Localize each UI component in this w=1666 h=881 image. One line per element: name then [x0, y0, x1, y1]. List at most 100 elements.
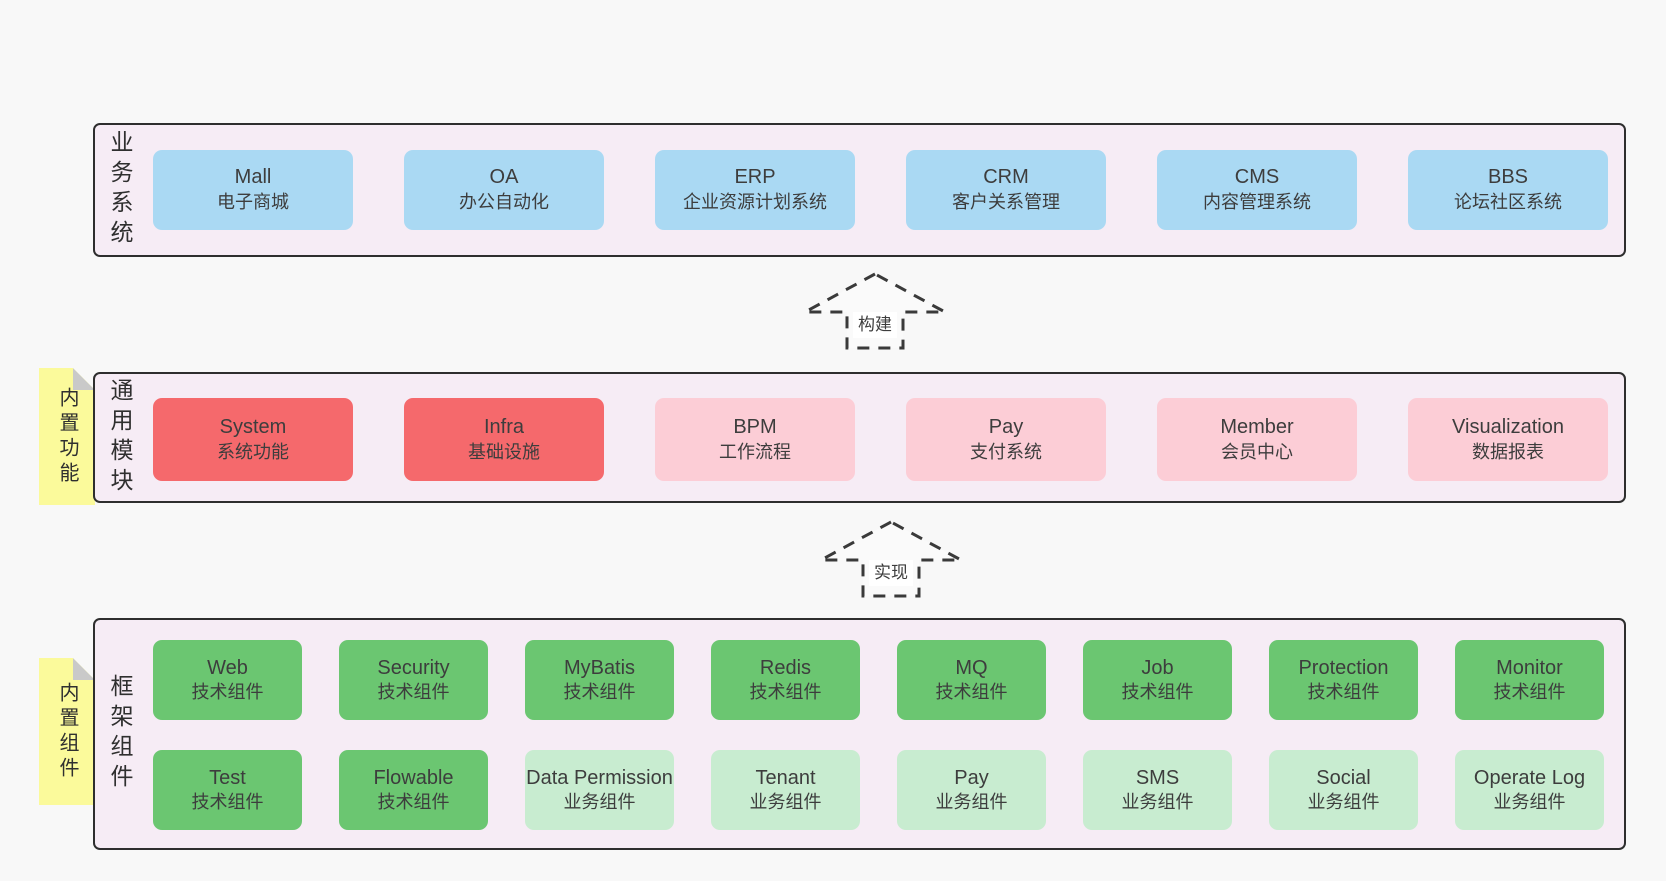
box-bbs: BBS 论坛社区系统	[1408, 150, 1608, 230]
box-redis: Redis 技术组件	[711, 640, 860, 720]
folded-corner-icon	[73, 658, 95, 680]
box-member: Member 会员中心	[1157, 398, 1357, 481]
box-title: ERP	[734, 166, 776, 188]
arrow-label: 实现	[874, 563, 908, 582]
box-web: Web 技术组件	[153, 640, 302, 720]
components-box-row-2: Test 技术组件 Flowable 技术组件 Data Permission …	[153, 750, 1604, 830]
box-operate-log: Operate Log 业务组件	[1455, 750, 1604, 830]
box-mybatis: MyBatis 技术组件	[525, 640, 674, 720]
up-arrow-implement: 实现	[811, 520, 971, 598]
box-title: MyBatis	[563, 657, 636, 679]
box-sms: SMS 业务组件	[1083, 750, 1232, 830]
box-title: Web	[207, 657, 248, 679]
band-label-business-systems: 业务系统	[107, 130, 133, 250]
box-title: Infra	[483, 415, 525, 438]
box-title: SMS	[1135, 767, 1180, 789]
box-title: Social	[1316, 767, 1371, 789]
up-arrow-build: 构建	[795, 272, 955, 350]
box-erp: ERP 企业资源计划系统	[655, 150, 855, 230]
sticky-note-label: 内置组件	[56, 681, 78, 782]
box-subtitle: 技术组件	[1493, 682, 1566, 702]
box-subtitle: 技术组件	[377, 682, 450, 702]
box-subtitle: 企业资源计划系统	[683, 192, 827, 212]
arrow-label: 构建	[858, 315, 892, 334]
box-subtitle: 数据报表	[1472, 441, 1544, 462]
box-title: Mall	[234, 166, 272, 188]
box-title: Member	[1220, 415, 1294, 438]
box-subtitle: 技术组件	[749, 682, 822, 702]
box-oa: OA 办公自动化	[404, 150, 604, 230]
box-protection: Protection 技术组件	[1269, 640, 1418, 720]
box-title: MQ	[955, 657, 988, 679]
box-subtitle: 业务组件	[1307, 792, 1380, 812]
box-subtitle: 业务组件	[563, 792, 636, 812]
box-title: CRM	[983, 166, 1029, 188]
box-title: Data Permission	[526, 767, 673, 789]
box-cms: CMS 内容管理系统	[1157, 150, 1357, 230]
box-infra: Infra 基础设施	[404, 398, 604, 481]
box-subtitle: 业务组件	[749, 792, 822, 812]
box-title: Redis	[759, 657, 812, 679]
band-label-common-modules: 通用模块	[107, 377, 133, 498]
box-social: Social 业务组件	[1269, 750, 1418, 830]
box-title: OA	[489, 166, 519, 188]
box-mall: Mall 电子商城	[153, 150, 353, 230]
box-pay-biz: Pay 业务组件	[897, 750, 1046, 830]
box-subtitle: 技术组件	[1121, 682, 1194, 702]
sticky-note-builtin-features: 内置功能	[39, 368, 95, 505]
folded-corner-icon	[73, 368, 95, 390]
box-title: BPM	[733, 415, 777, 438]
band-label-framework-components: 框架组件	[107, 674, 133, 794]
sticky-note-builtin-components: 内置组件	[39, 658, 95, 805]
box-title: Job	[1141, 657, 1174, 679]
box-subtitle: 技术组件	[563, 682, 636, 702]
box-subtitle: 客户关系管理	[952, 192, 1060, 212]
box-title: CMS	[1234, 166, 1280, 188]
modules-box-row: System 系统功能 Infra 基础设施 BPM 工作流程 Pay 支付系统…	[153, 398, 1608, 481]
box-title: System	[219, 415, 287, 438]
box-title: Test	[209, 767, 246, 789]
box-subtitle: 技术组件	[191, 682, 264, 702]
box-test: Test 技术组件	[153, 750, 302, 830]
box-subtitle: 电子商城	[217, 192, 289, 212]
components-box-row-1: Web 技术组件 Security 技术组件 MyBatis 技术组件 Redi…	[153, 640, 1604, 720]
box-title: Operate Log	[1473, 767, 1586, 789]
box-title: Visualization	[1452, 415, 1564, 438]
box-monitor: Monitor 技术组件	[1455, 640, 1604, 720]
band-business-systems: 业务系统 Mall 电子商城 OA 办公自动化 ERP 企业资源计划系统 CRM…	[93, 123, 1626, 257]
box-pay: Pay 支付系统	[906, 398, 1106, 481]
dashed-up-arrow-icon: 实现	[820, 520, 962, 598]
box-flowable: Flowable 技术组件	[339, 750, 488, 830]
box-subtitle: 办公自动化	[459, 192, 549, 212]
box-subtitle: 基础设施	[468, 441, 540, 462]
box-title: Security	[377, 657, 450, 679]
box-title: Tenant	[755, 767, 816, 789]
band-framework-components: 框架组件 Web 技术组件 Security 技术组件 MyBatis 技术组件…	[93, 618, 1626, 850]
box-title: Protection	[1298, 657, 1389, 679]
box-system: System 系统功能	[153, 398, 353, 481]
box-title: Monitor	[1496, 657, 1563, 679]
box-tenant: Tenant 业务组件	[711, 750, 860, 830]
box-title: Pay	[954, 767, 989, 789]
box-subtitle: 系统功能	[217, 441, 289, 462]
box-title: Pay	[988, 415, 1024, 438]
box-job: Job 技术组件	[1083, 640, 1232, 720]
box-title: BBS	[1487, 166, 1529, 188]
box-mq: MQ 技术组件	[897, 640, 1046, 720]
box-subtitle: 技术组件	[1307, 682, 1380, 702]
box-subtitle: 内容管理系统	[1203, 192, 1311, 212]
box-subtitle: 技术组件	[191, 792, 264, 812]
box-subtitle: 会员中心	[1221, 441, 1293, 462]
box-subtitle: 业务组件	[1121, 792, 1194, 812]
band-common-modules: 通用模块 System 系统功能 Infra 基础设施 BPM 工作流程 Pay…	[93, 372, 1626, 503]
dashed-up-arrow-icon: 构建	[804, 272, 946, 350]
box-subtitle: 技术组件	[935, 682, 1008, 702]
box-data-permission: Data Permission 业务组件	[525, 750, 674, 830]
box-title: Flowable	[373, 767, 454, 789]
box-crm: CRM 客户关系管理	[906, 150, 1106, 230]
business-box-row: Mall 电子商城 OA 办公自动化 ERP 企业资源计划系统 CRM 客户关系…	[153, 150, 1608, 230]
box-subtitle: 业务组件	[1493, 792, 1566, 812]
sticky-note-label: 内置功能	[56, 386, 78, 487]
box-subtitle: 支付系统	[970, 441, 1042, 462]
